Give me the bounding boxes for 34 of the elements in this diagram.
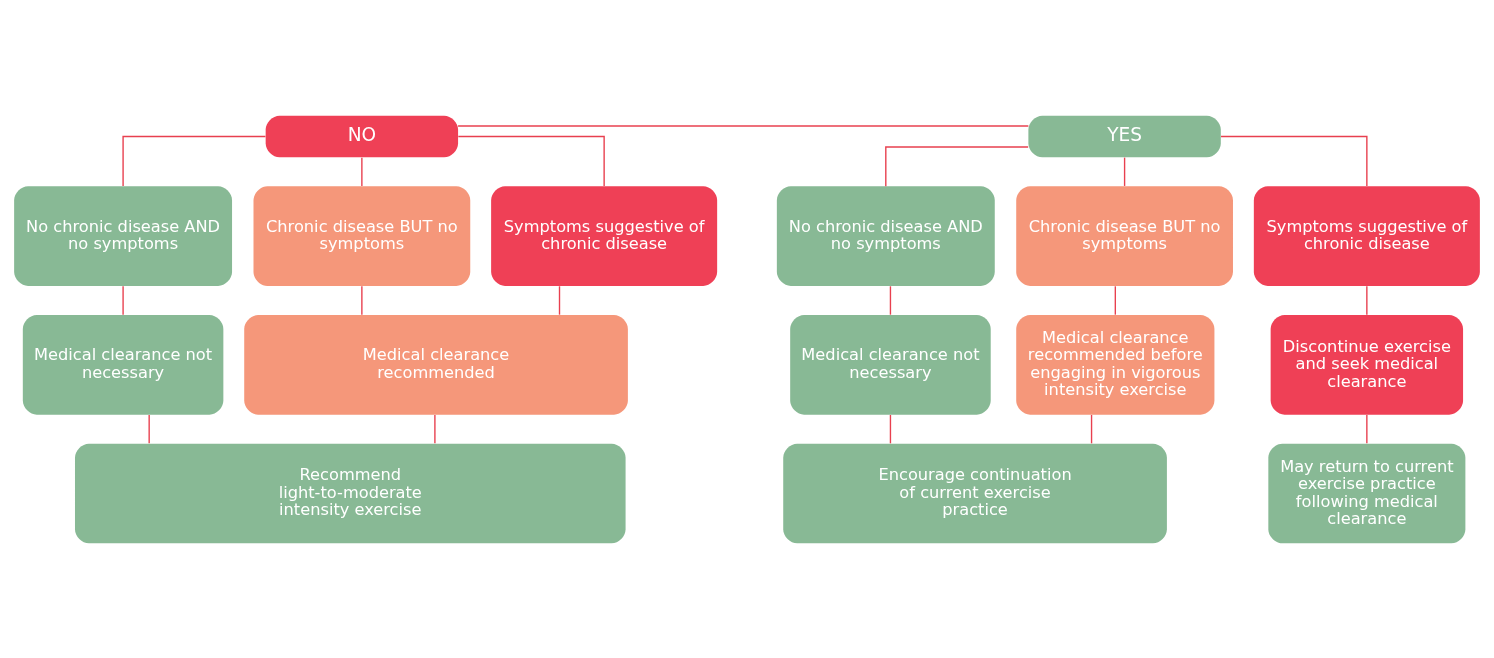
connector	[148, 413, 150, 444]
connector	[889, 285, 892, 315]
node-box: Symptoms suggestive of chronic disease	[491, 185, 718, 286]
connector	[1220, 135, 1368, 187]
node-box: Medical clearance recommended before engaging in vigorous intensity exercise	[1016, 314, 1215, 415]
connector	[361, 285, 363, 315]
connector	[122, 285, 124, 315]
connector	[434, 413, 436, 444]
node-box: Recommend light-to-moderate intensity exercise	[75, 443, 626, 543]
node-box: Medical clearance recommended	[244, 314, 628, 415]
connector	[361, 156, 363, 187]
connector	[1090, 413, 1093, 444]
node-box: Encourage continuation of current exercise practice	[783, 443, 1167, 543]
connector	[457, 124, 1030, 127]
node-box: No chronic disease AND no symptoms	[776, 185, 995, 286]
connector	[885, 145, 1029, 187]
connector	[122, 135, 267, 187]
connector	[1114, 285, 1116, 315]
node-box: Symptoms suggestive of chronic disease	[1253, 185, 1480, 286]
node-box: Chronic disease BUT no symptoms	[1016, 185, 1233, 286]
connector	[558, 285, 561, 315]
node-box: Medical clearance not necessary	[22, 314, 224, 415]
node-box: Chronic disease BUT no symptoms	[253, 185, 471, 286]
connector	[1123, 156, 1126, 187]
node-box: Medical clearance not necessary	[790, 314, 991, 415]
node-box: No chronic disease AND no symptoms	[14, 185, 233, 286]
connector	[457, 135, 605, 187]
node-box: NO	[265, 115, 459, 157]
connector	[889, 413, 892, 444]
connector	[1366, 413, 1368, 444]
node-box: YES	[1028, 115, 1221, 157]
node-box: May return to current exercise practice following medical clearance	[1268, 443, 1466, 543]
connector	[1366, 285, 1368, 315]
node-box: Discontinue exercise and seek medical clearance	[1270, 314, 1464, 415]
